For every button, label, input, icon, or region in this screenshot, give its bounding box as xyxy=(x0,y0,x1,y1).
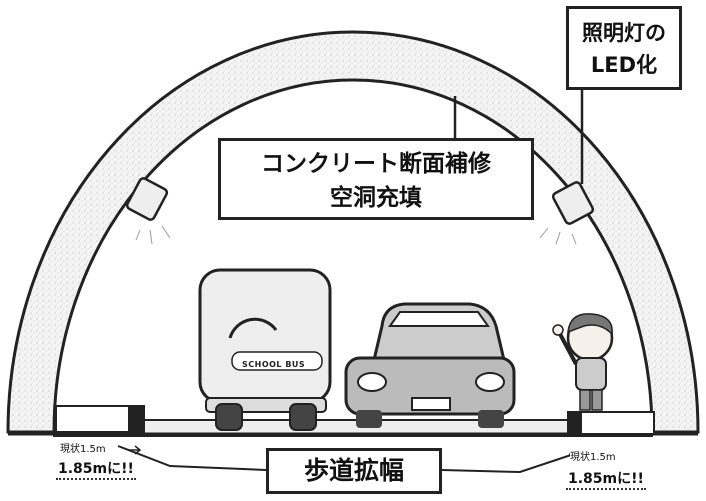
lamp-left xyxy=(125,177,171,245)
sidewalk-widening-label: 歩道拡幅 xyxy=(266,448,442,494)
arrow-right-icon xyxy=(128,445,142,455)
car xyxy=(344,302,516,428)
school-bus xyxy=(198,268,332,431)
lamp-right xyxy=(539,181,595,245)
new-width-right: 1.85mに!! xyxy=(566,468,646,490)
leader-sidewalk-right xyxy=(441,449,587,474)
concrete-repair-label: コンクリート断面補修 空洞充填 xyxy=(218,138,534,220)
new-width-left: 1.85mに!! xyxy=(56,458,136,480)
lighting-label-line1: 照明灯の xyxy=(582,21,666,45)
sidewalk-right-extension xyxy=(568,412,582,434)
leader-sidewalk-left xyxy=(117,445,267,471)
lighting-led-label: 照明灯の LED化 xyxy=(566,6,682,90)
current-width-left: 現状1.5m xyxy=(60,440,106,455)
current-width-right: 現状1.5m xyxy=(570,448,616,463)
repair-label-line1: コンクリート断面補修 xyxy=(261,151,491,177)
repair-label-line2: 空洞充填 xyxy=(330,185,422,211)
lighting-label-line2: LED化 xyxy=(590,53,658,77)
sidewalk-left-extension xyxy=(128,406,144,432)
tunnel-arch xyxy=(6,30,700,434)
school-bus-sign: SCHOOL BUS xyxy=(242,360,306,369)
child-figure xyxy=(552,313,614,411)
